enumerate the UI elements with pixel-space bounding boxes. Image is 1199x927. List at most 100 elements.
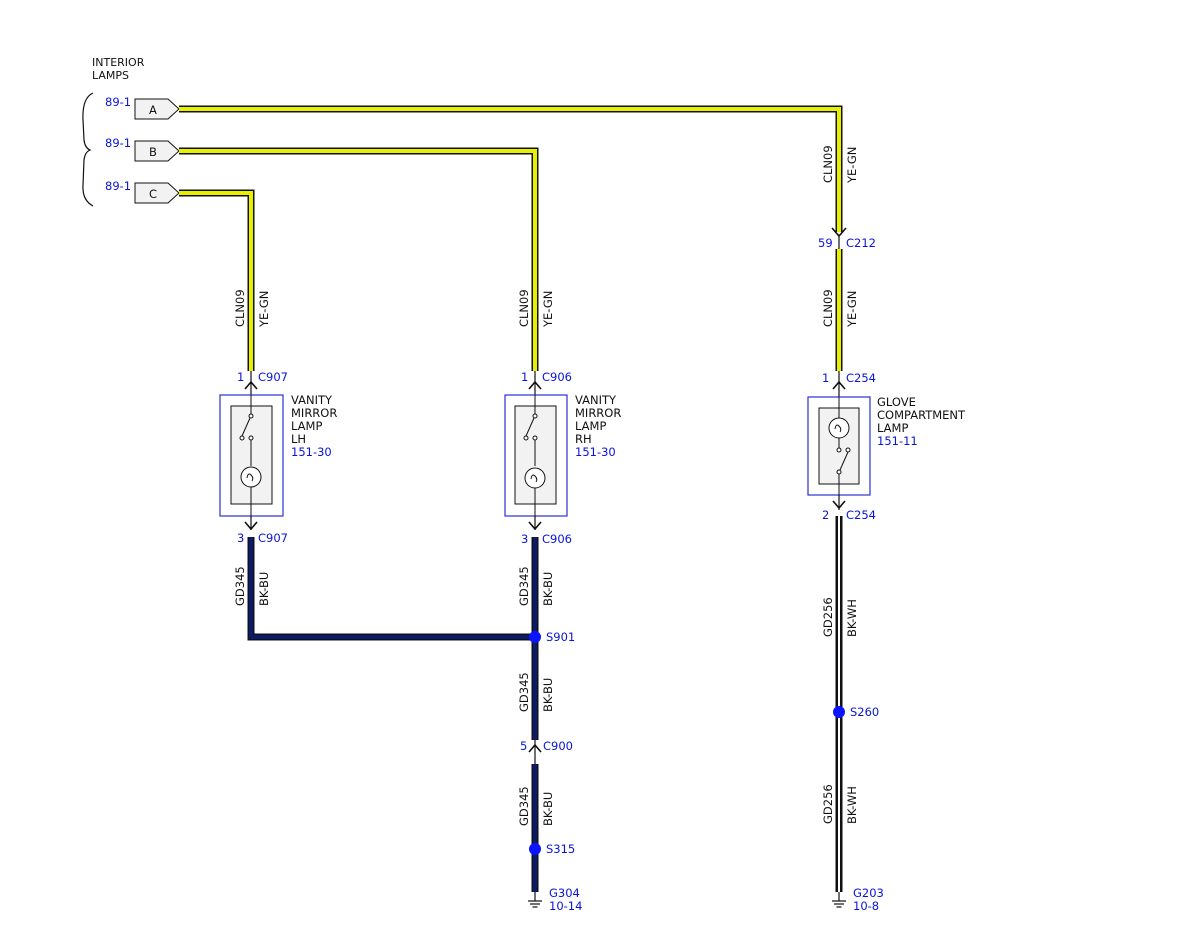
pin-arrow-icon xyxy=(832,500,846,510)
ground-name: G304 xyxy=(549,886,580,900)
wire-label-circuit-b: CLN09 xyxy=(517,289,531,327)
wire-label-gd256-lower-circuit: GD256 xyxy=(821,784,835,824)
ground-g304[interactable]: G304 10-14 xyxy=(528,886,582,913)
connector-pin-a[interactable]: 89-1 A xyxy=(105,95,180,120)
wire-label-gd345-low-color: BK-BU xyxy=(541,792,555,826)
connector-group-brace xyxy=(82,92,94,207)
component-label-line3: LAMP xyxy=(291,419,322,433)
wire-label-gd256-upper-color: BK-WH xyxy=(845,599,859,637)
inline-connector-c900[interactable]: 5 C900 xyxy=(520,739,573,764)
splice-label: S315 xyxy=(546,842,575,856)
connector-pin-label-a: A xyxy=(149,103,157,117)
connector-pin-b[interactable]: 89-1 B xyxy=(105,136,180,162)
ground-ref: 10-14 xyxy=(549,899,582,913)
component-label-line2: MIRROR xyxy=(575,406,621,420)
wire-label-gd345-rh-circuit: GD345 xyxy=(517,566,531,606)
pin-arrow-icon xyxy=(244,521,258,531)
wire-cln09-b[interactable] xyxy=(179,147,539,371)
pin-marker-c254-top[interactable]: 1 C254 xyxy=(822,371,876,397)
wire-label-gd345-rh-color: BK-BU xyxy=(541,572,555,606)
wire-cln09-a-outline xyxy=(179,105,843,232)
wire-label-color-b: YE-GN xyxy=(541,291,555,328)
component-label-line4: RH xyxy=(575,432,592,446)
c907-top-name: C907 xyxy=(258,370,288,384)
component-label-line3: LAMP xyxy=(575,419,606,433)
ground-icon xyxy=(528,892,542,908)
component-label-line2: MIRROR xyxy=(291,406,337,420)
c900-pin: 5 xyxy=(520,739,527,753)
wire-cln09-a[interactable] xyxy=(179,105,843,371)
splice-s901[interactable]: S901 xyxy=(529,630,575,644)
wire-cln09-c[interactable] xyxy=(179,189,255,371)
c907-bottom-pin: 3 xyxy=(237,531,244,545)
wire-label-gd345-mid-color: BK-BU xyxy=(541,678,555,712)
wire-label-color-a-upper: YE-GN xyxy=(845,147,859,184)
inline-connector-c212[interactable]: 59 C212 xyxy=(818,227,876,250)
splice-label: S260 xyxy=(850,705,879,719)
c254-top-pin: 1 xyxy=(822,371,829,385)
c900-name: C900 xyxy=(543,739,573,753)
splice-s315[interactable]: S315 xyxy=(529,842,575,856)
component-vanity-mirror-lamp-rh[interactable]: VANITY MIRROR LAMP RH 151-30 xyxy=(504,393,621,517)
ground-name: G203 xyxy=(853,886,884,900)
component-label-line1: GLOVE xyxy=(877,395,916,409)
c906-top-name: C906 xyxy=(542,370,572,384)
ground-icon xyxy=(832,892,846,908)
diagram-title-line1: INTERIOR xyxy=(92,56,145,69)
switch-icon xyxy=(836,447,851,495)
pin-arrow-icon xyxy=(528,521,542,531)
splice-label: S901 xyxy=(546,630,575,644)
ground-g203[interactable]: G203 10-8 xyxy=(832,886,884,913)
wire-label-gd345-low-circuit: GD345 xyxy=(517,786,531,826)
c254-bottom-name: C254 xyxy=(846,508,876,522)
pin-marker-c254-bottom[interactable]: 2 C254 xyxy=(822,495,876,522)
wire-label-color-c: YE-GN xyxy=(257,291,271,328)
wire-cln09-b-core xyxy=(179,149,537,371)
connector-pin-c[interactable]: 89-1 C xyxy=(105,179,180,204)
pin-marker-c906-top[interactable]: 1 C906 xyxy=(521,370,572,395)
pin-marker-c907-bottom[interactable]: 3 C907 xyxy=(237,516,288,545)
component-ref: 151-11 xyxy=(877,434,918,448)
component-label-line3: LAMP xyxy=(877,421,908,435)
component-ref: 151-30 xyxy=(291,445,332,459)
wire-cln09-c-outline xyxy=(179,189,255,371)
connector-flag-a xyxy=(134,98,180,120)
connector-ref-c: 89-1 xyxy=(105,179,131,193)
pin-marker-c906-bottom[interactable]: 3 C906 xyxy=(521,516,572,546)
splice-dot xyxy=(529,843,541,855)
c212-name: C212 xyxy=(846,236,876,250)
component-ref: 151-30 xyxy=(575,445,616,459)
wire-gd345-lh-outline xyxy=(247,537,535,641)
switch-icon xyxy=(523,395,538,466)
connector-flag-c xyxy=(134,182,180,204)
wire-gd345[interactable] xyxy=(247,537,539,892)
component-glove-compartment-lamp[interactable]: GLOVE COMPARTMENT LAMP 151-11 xyxy=(807,395,966,496)
wire-label-color-a-lower: YE-GN xyxy=(845,291,859,328)
component-outline xyxy=(504,394,568,517)
wire-cln09-b-outline xyxy=(179,147,539,371)
wire-label-circuit-a-lower: CLN09 xyxy=(821,289,835,327)
wire-label-circuit-a-upper: CLN09 xyxy=(821,145,835,183)
lamp-bulb-icon xyxy=(240,466,262,516)
wire-label-gd345-lh-circuit: GD345 xyxy=(233,566,247,606)
component-vanity-mirror-lamp-lh[interactable]: VANITY MIRROR LAMP LH 151-30 xyxy=(219,393,337,517)
lamp-bulb-icon xyxy=(524,467,546,516)
wire-label-gd256-upper-circuit: GD256 xyxy=(821,597,835,637)
wire-cln09-a-core xyxy=(179,107,841,232)
pin-marker-c907-top[interactable]: 1 C907 xyxy=(237,370,288,395)
c906-top-pin: 1 xyxy=(521,370,528,384)
connector-pin-label-b: B xyxy=(149,145,157,159)
component-label-line2: COMPARTMENT xyxy=(877,408,966,422)
wire-label-gd256-lower-color: BK-WH xyxy=(845,786,859,824)
wire-label-gd345-mid-circuit: GD345 xyxy=(517,672,531,712)
connector-flag-b xyxy=(134,140,180,162)
connector-ref-b: 89-1 xyxy=(105,136,131,150)
splice-dot xyxy=(833,706,845,718)
c212-pin: 59 xyxy=(818,236,833,250)
connector-arrow-icon xyxy=(528,743,542,753)
c907-bottom-name: C907 xyxy=(258,531,288,545)
c254-top-name: C254 xyxy=(846,371,876,385)
splice-s260[interactable]: S260 xyxy=(833,705,879,719)
splice-dot xyxy=(529,631,541,643)
c906-bottom-pin: 3 xyxy=(521,532,528,546)
